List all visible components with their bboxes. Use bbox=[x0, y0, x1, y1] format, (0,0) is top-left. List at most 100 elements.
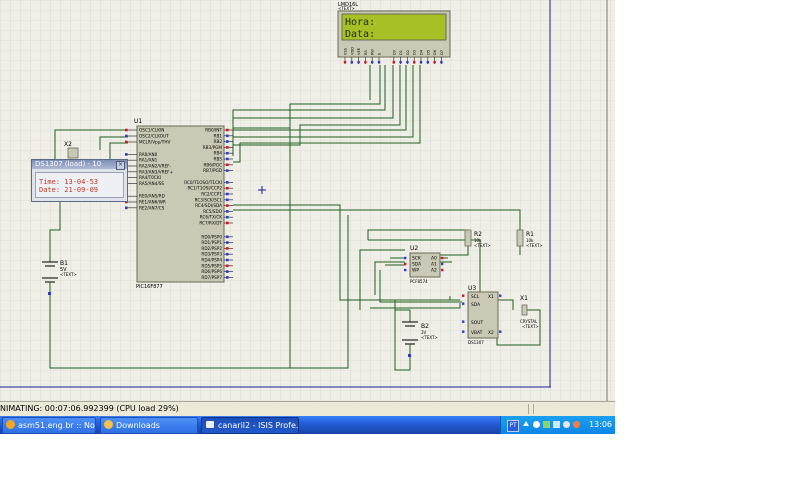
lcd-pin-label: RW bbox=[371, 49, 375, 55]
pin-state-marker bbox=[392, 61, 395, 64]
b1-text-tag: <TEXT> bbox=[60, 272, 77, 277]
u2-pin-label: SDA bbox=[412, 262, 421, 268]
pin-state-marker bbox=[226, 186, 229, 190]
r1-ref: R1 bbox=[526, 231, 534, 238]
taskbar-item-label: asm51.eng.br :: No... bbox=[18, 421, 96, 430]
pin-state-marker bbox=[226, 181, 229, 184]
pin-state-marker bbox=[399, 61, 402, 64]
u3-ref: U3 bbox=[468, 285, 476, 292]
shield-icon[interactable] bbox=[533, 421, 540, 428]
u1-pin-label: RC5/SDO bbox=[203, 209, 223, 214]
lcd-pin-label: D5 bbox=[426, 50, 430, 55]
b2-battery[interactable]: B2 3V <TEXT> bbox=[402, 321, 438, 357]
pin-state-marker bbox=[226, 276, 229, 279]
status-divider bbox=[533, 404, 534, 414]
rtc-popup-window[interactable]: DS1307 (load) - 10 × Time: 13-04-53 Date… bbox=[31, 159, 128, 202]
u2-pin-label: A0 bbox=[431, 256, 437, 262]
r1-resistor[interactable]: R1 10k <TEXT> bbox=[516, 229, 543, 248]
x2-crystal[interactable]: X2 bbox=[64, 141, 79, 159]
u1-pin-label: RD0/PSP0 bbox=[201, 234, 222, 239]
language-indicator[interactable]: PT bbox=[507, 420, 519, 432]
lcd-pin-label: VDD bbox=[350, 47, 354, 55]
lcd-pin-label: VSS bbox=[344, 47, 348, 55]
clock[interactable]: 13:06 bbox=[588, 420, 612, 429]
u2-pin-label: SCK bbox=[412, 256, 421, 262]
r2-resistor[interactable]: R2 10k <TEXT> bbox=[464, 229, 491, 248]
pin-state-marker bbox=[226, 192, 229, 196]
u1-pin-label: RD4/PSP4 bbox=[201, 258, 222, 263]
u2-pin-label: A1 bbox=[431, 262, 437, 268]
lcd-text-tag: <TEXT> bbox=[338, 6, 355, 11]
lcd-pin-label: RS bbox=[364, 50, 368, 55]
u1-ref: U1 bbox=[134, 118, 142, 125]
popup-body: Time: 13-04-53 Date: 21-09-09 bbox=[35, 172, 124, 198]
u1-pin-label: RE2/AN7/CS bbox=[139, 205, 165, 210]
taskbar-item-isis[interactable]: canaril2 - ISIS Profe... bbox=[201, 417, 299, 434]
x1-crystal[interactable]: X1 CRYSTAL <TEXT> bbox=[520, 295, 539, 329]
u2-pin-label: A2 bbox=[431, 268, 437, 274]
popup-titlebar[interactable]: DS1307 (load) - 10 × bbox=[32, 160, 127, 170]
close-icon[interactable]: × bbox=[116, 161, 125, 170]
b1-battery[interactable]: B1 5V <TEXT> bbox=[42, 255, 77, 300]
pin-state-marker bbox=[226, 235, 229, 239]
lcd-pin-label: D6 bbox=[433, 49, 437, 55]
speaker-icon[interactable] bbox=[563, 421, 570, 428]
status-text: NIMATING: 00:07:06.992399 (CPU load 29%) bbox=[0, 404, 179, 413]
tray-expand-icon[interactable] bbox=[523, 421, 529, 426]
u1-pin-label: RD7/PSP7 bbox=[201, 275, 222, 280]
r1-text-tag: <TEXT> bbox=[526, 243, 543, 248]
u1-pin-label: OSC2/CLKOUT bbox=[139, 134, 169, 139]
pin-state-marker bbox=[343, 61, 347, 64]
pin-state-marker bbox=[125, 128, 128, 132]
pin-state-marker bbox=[404, 262, 407, 266]
u1-pin-label: MCLR/Vpp/THV bbox=[139, 140, 170, 145]
display-icon[interactable] bbox=[553, 421, 560, 428]
u1-pin-label: RD1/PSP1 bbox=[201, 240, 222, 245]
pin-state-marker bbox=[125, 140, 128, 144]
u1-pin-label: RB1 bbox=[214, 133, 223, 138]
lcd-pin-label: E bbox=[378, 52, 382, 55]
b2-value: 3V bbox=[421, 330, 427, 335]
pin-state-marker bbox=[226, 258, 229, 262]
x2-ref: X2 bbox=[64, 141, 72, 148]
ie-icon bbox=[6, 420, 15, 429]
pin-state-marker bbox=[364, 61, 367, 64]
pin-state-marker bbox=[377, 61, 381, 64]
u1-pin-label: RC4/SDI/SDA bbox=[195, 203, 222, 208]
r2-text-tag: <TEXT> bbox=[474, 243, 491, 248]
taskbar-item-downloads[interactable]: Downloads bbox=[100, 417, 198, 434]
b2-ref: B2 bbox=[421, 323, 429, 330]
b2-text-tag: <TEXT> bbox=[421, 335, 438, 340]
network-icon[interactable] bbox=[543, 421, 550, 428]
pin-state-marker bbox=[404, 268, 407, 272]
folder-icon bbox=[104, 420, 113, 429]
pin-state-marker bbox=[226, 157, 229, 161]
u3-part: DS1307 bbox=[468, 340, 484, 345]
taskbar-item-label: Downloads bbox=[116, 421, 160, 430]
u1-pin-label: RB3/PGM bbox=[203, 145, 223, 150]
pin-state-marker bbox=[404, 256, 407, 260]
taskbar-item-browser[interactable]: asm51.eng.br :: No... bbox=[2, 417, 96, 434]
pin-state-marker bbox=[413, 61, 416, 64]
isis-icon bbox=[205, 420, 215, 429]
r2-ref: R2 bbox=[474, 231, 482, 238]
pin-state-marker bbox=[462, 294, 465, 297]
pin-state-marker bbox=[426, 61, 429, 64]
u1-pin-label: RC1/T1OSI/CCP2 bbox=[187, 186, 222, 191]
pin-state-marker bbox=[226, 169, 229, 172]
lcd-pin-label: D4 bbox=[420, 49, 424, 55]
u1-left-pins: OSC1/CLKINOSC2/CLKOUTMCLR/Vpp/THVRA0/AN0… bbox=[125, 128, 174, 210]
u1-microcontroller[interactable]: U1 PIC16F877 OSC1/CLKINOSC2/CLKOUTMCLR/V… bbox=[125, 118, 233, 290]
b1-value: 5V bbox=[60, 267, 67, 273]
lcd-pin-label: VEE bbox=[357, 47, 361, 55]
u3-pin-label: SOUT bbox=[471, 320, 483, 326]
pin-state-marker bbox=[226, 210, 229, 213]
pin-state-marker bbox=[226, 151, 229, 155]
update-icon[interactable] bbox=[573, 421, 580, 428]
